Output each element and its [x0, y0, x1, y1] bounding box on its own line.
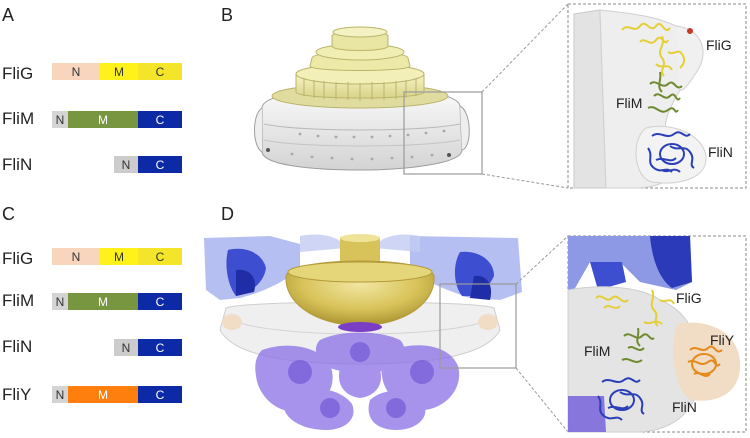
flin-n-label: N — [122, 158, 131, 172]
fliy-c-domain — [138, 386, 182, 403]
flin-n-domain-c — [114, 339, 138, 356]
fliy-n-domain — [52, 386, 68, 403]
inset-d-label-fliy: FliY — [710, 332, 735, 348]
flim-m-label-c: M — [98, 295, 108, 309]
zoom-connector-bottom-b — [481, 173, 569, 189]
flim-n-label: N — [56, 113, 65, 127]
motor-density-map-b — [254, 26, 470, 171]
flim-m-label: M — [98, 113, 108, 127]
flig-n-domain-c — [52, 248, 100, 265]
panel-label-c: C — [2, 204, 15, 224]
flin-domain-row: FliN N C — [2, 155, 182, 174]
fliy-m-label: M — [98, 388, 108, 402]
flim-domain-row: FliM N M C — [2, 109, 182, 128]
flim-c-label-c: C — [156, 295, 165, 309]
inset-d-label-flig: FliG — [676, 290, 702, 306]
flin-c-domain — [138, 156, 182, 173]
flin-domain-row-c: FliN N C — [2, 337, 182, 356]
inset-b-label-flin: FliN — [708, 144, 733, 160]
flin-n-label-c: N — [122, 341, 131, 355]
panel-label-d: D — [221, 204, 234, 224]
flin-c-label: C — [156, 158, 165, 172]
flig-c-domain-c — [138, 248, 182, 265]
flig-domain-row: FliG N M C — [2, 63, 182, 83]
inset-b: FliG FliM FliN — [567, 3, 747, 189]
inset-d: FliG FliY FliM FliN — [567, 235, 747, 433]
flig-c-label-c: C — [156, 250, 165, 264]
flig-domain-row-c: FliG N M C — [2, 248, 182, 268]
flig-m-label-c: M — [114, 250, 124, 264]
zoom-connector-top-d — [515, 235, 569, 285]
inset-d-label-flin: FliN — [672, 399, 697, 415]
zoom-connector-top-b — [481, 3, 569, 93]
flim-c-domain — [138, 111, 182, 128]
fliy-domain-row: FliY N M C — [2, 385, 182, 404]
zoom-box-d — [439, 283, 517, 369]
zoom-connector-bottom-d — [515, 367, 569, 433]
flim-n-domain-c — [52, 293, 68, 310]
protein-label-flin: FliN — [2, 155, 32, 174]
fliy-m-domain — [68, 386, 138, 403]
protein-label-flin-c: FliN — [2, 337, 32, 356]
panel-b: B — [221, 3, 747, 189]
flim-domain-row-c: FliM N M C — [2, 291, 182, 310]
flin-c-label-c: C — [156, 341, 165, 355]
panel-a: A FliG N M C FliM N M C FliN N C — [2, 5, 182, 174]
inset-d-label-flim: FliM — [584, 343, 610, 359]
inset-b-label-flim: FliM — [616, 95, 642, 111]
flim-n-domain — [52, 111, 68, 128]
panel-d: D — [204, 204, 747, 433]
fliy-n-label: N — [56, 388, 65, 402]
panel-label-a: A — [2, 5, 14, 25]
protein-label-flim: FliM — [2, 109, 34, 128]
protein-label-flig: FliG — [2, 64, 33, 83]
flim-m-domain-c — [68, 293, 138, 310]
flig-m-label: M — [114, 65, 124, 79]
protein-label-flig-c: FliG — [2, 249, 33, 268]
flig-c-domain — [138, 63, 182, 80]
flim-c-label: C — [156, 113, 165, 127]
flig-n-label-c: N — [72, 250, 81, 264]
flig-m-domain-c — [100, 248, 138, 265]
flin-n-domain — [114, 156, 138, 173]
flim-c-domain-c — [138, 293, 182, 310]
flig-n-label: N — [72, 65, 81, 79]
flig-m-domain — [100, 63, 138, 80]
motor-density-map-d — [204, 234, 522, 430]
protein-label-fliy: FliY — [2, 385, 31, 404]
panel-c: C FliG N M C FliM N M C FliN N C — [2, 204, 182, 404]
zoom-box-b — [403, 91, 483, 175]
flim-n-label-c: N — [56, 295, 65, 309]
panel-label-b: B — [221, 5, 233, 25]
flig-n-domain — [52, 63, 100, 80]
inset-b-label-flig: FliG — [706, 37, 732, 53]
flig-c-label: C — [156, 65, 165, 79]
fliy-c-label: C — [156, 388, 165, 402]
flin-c-domain-c — [138, 339, 182, 356]
protein-label-flim-c: FliM — [2, 291, 34, 310]
flim-m-domain — [68, 111, 138, 128]
